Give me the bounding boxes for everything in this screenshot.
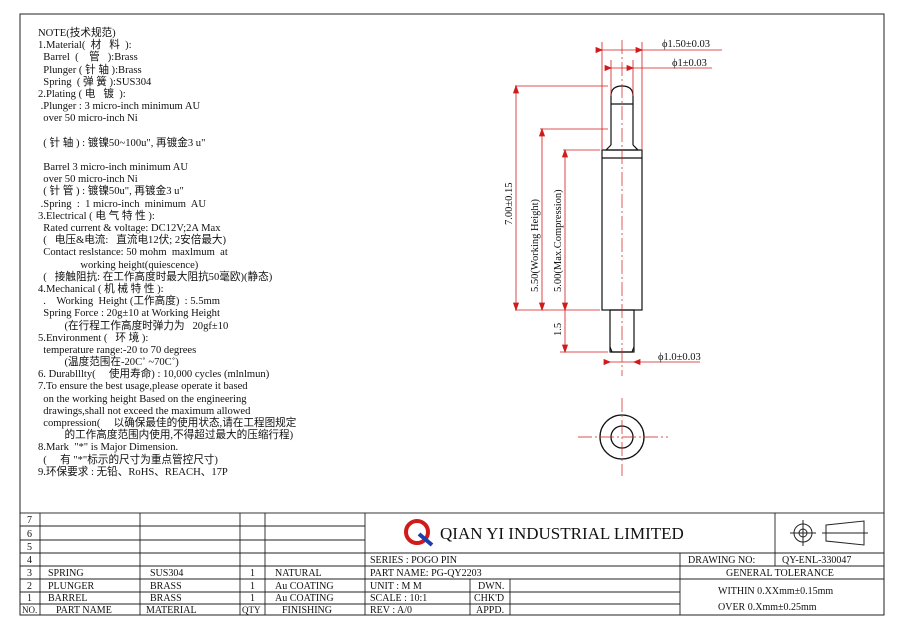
dwn-label: DWN. [478,581,504,592]
note-line: Barrel 3 micro-inch minimum AU [38,162,189,174]
dim-bottom-length: 1.5 [553,323,564,336]
part-finishing-3: NATURAL [275,568,322,579]
part-name-2: PLUNGER [48,581,94,592]
note-line: Spring ( 弹 簧 ):SUS304 [38,76,152,88]
note-line: . Working Height (工作高度) : 5.5mm [38,296,220,308]
note-line: 2.Plating ( 电 镀 ): [38,88,126,100]
part-finishing-2: Au COATING [275,581,334,592]
note-line: 9.环保要求 : 无铅、RoHS、REACH、17P [38,466,228,478]
tolerance-over: OVER 0.Xmm±0.25mm [718,602,817,613]
note-line: .Plunger : 3 micro-inch minimum AU [38,101,201,113]
header-no: NO. [22,605,37,615]
appd-label: APPD. [476,605,504,616]
note-line: 4.Mechanical ( 机 械 特 性 ): [38,283,164,295]
title-block [19,512,885,616]
part-qty-2: 1 [250,581,255,592]
note-line: 8.Mark "*" is Major Dimension. [38,442,179,454]
dim-working-height: 5.50(Working Height) [530,198,541,292]
company-logo-icon [404,519,434,547]
note-line: NOTE(技术规范) [38,28,116,39]
note-line: Spring Force : 20g±10 at Working Height [38,308,220,320]
note-line: working height(quiescence) [38,259,199,271]
dim-max-compression: 5.00(Max.Compression) [553,189,564,292]
part-no-3: 3 [27,568,32,579]
note-line: 1.Material( 材 料 ): [38,40,132,52]
note-line: Rated current & voltage: DC12V;2A Max [38,223,221,234]
company-name: QIAN YI INDUSTRIAL LIMITED [440,524,684,543]
technical-notes: NOTE(技术规范)1.Material( 材 料 ): Barrel ( 管 … [38,28,368,479]
note-line: drawings,shall not exceed the maximum al… [38,405,251,417]
header-part-name: PART NAME [56,605,112,616]
drawing-no: QY-ENL-330047 [782,555,851,566]
note-line: ( 电压&电流: 直流电12伏; 2安倍最大) [38,235,227,247]
note-line: Barrel ( 管 ):Brass [38,52,138,64]
pin-end-view [578,398,668,476]
note-line: 5.Environment ( 环 境 ): [38,332,149,344]
tolerance-within: WITHIN 0.XXmm±0.15mm [718,586,833,597]
note-line: compression( 以确保最佳的使用状态,请在工程图规定 [38,418,297,429]
row-number-7: 7 [27,515,32,526]
part-no-2: 2 [27,581,32,592]
note-line: 3.Electrical ( 电 气 特 性 ): [38,210,155,222]
row-number-4: 4 [27,555,32,566]
note-line: 7.To ensure the best usage,please operat… [38,381,248,393]
note-line: ( 有 "*"标示的尺寸为重点管控尺寸) [38,454,218,466]
part-material-3: SUS304 [150,568,183,579]
part-name-1: BARREL [48,593,87,604]
general-tolerance: GENERAL TOLERANCE [726,568,834,579]
row-number-6: 6 [27,529,32,540]
chkd-label: CHK'D [474,593,504,604]
part-finishing-1: Au COATING [275,593,334,604]
note-line: (在行程工作高度时弹力为 20gf±10 [38,320,229,332]
note-line: Plunger ( 针 轴 ):Brass [38,64,142,76]
dim-plunger-dia: ϕ1±0.03 [672,58,707,69]
note-line: 6. Durablllty( 使用寿命) : 10,000 cycles (ml… [38,369,270,381]
note-line: .Spring : 1 micro-inch minimum AU [38,198,207,210]
unit-label: UNIT : M M [370,581,422,592]
part-material-1: BRASS [150,593,182,604]
note-line: ( 针 管 ) : 镀镍50u", 再镀金3 u" [38,186,184,198]
note-line: ( 针 轴 ) : 镀镍50~100u", 再镀金3 u" [38,137,206,149]
drawing-no-label: DRAWING NO: [688,555,755,566]
series-label: SERIES : POGO PIN [370,555,457,566]
note-line: (温度范围在-20C˚ ~70C˚) [38,357,179,369]
note-line: over 50 micro-inch Ni [38,113,138,125]
dim-total-height: 7.00±0.15 [504,182,515,225]
note-line: on the working height Based on the engin… [38,393,247,405]
header-material: MATERIAL [146,605,197,616]
dim-plunger-head-dia: ϕ1.50±0.03 [662,39,710,50]
dimension-lines [512,42,722,366]
part-name-label: PART NAME: PG-QY2203 [370,568,482,579]
note-line: temperature range:-20 to 70 degrees [38,344,197,356]
note-line: Contact reslstance: 50 mohm maxlmum at [38,247,228,259]
projection-symbol-icon [790,520,868,546]
note-line: 的工作高度范围内使用,不得超过最大的压缩行程) [38,430,294,442]
note-line: over 50 micro-inch Ni [38,174,138,186]
note-line [38,126,368,138]
part-no-1: 1 [27,593,32,604]
header-qty: QTY [242,605,261,615]
scale-label: SCALE : 10:1 [370,593,427,604]
rev-label: REV : A/0 [370,605,412,616]
dim-bottom-dia: ϕ1.0±0.03 [658,352,701,363]
note-line: ( 接触阻抗: 在工作高度时最大阻抗50毫欧)(静态) [38,271,273,283]
part-qty-3: 1 [250,568,255,579]
part-qty-1: 1 [250,593,255,604]
row-number-5: 5 [27,542,32,553]
part-material-2: BRASS [150,581,182,592]
note-line [38,150,368,162]
part-name-3: SPRING [48,568,84,579]
header-finishing: FINISHING [282,605,332,616]
